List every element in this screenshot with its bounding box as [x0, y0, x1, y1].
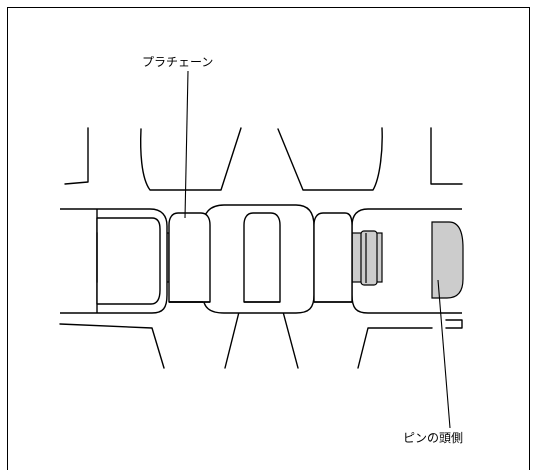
link-slots [96, 212, 353, 305]
label-plastic-chain: プラチェーン [142, 55, 214, 69]
upper-sprocket-teeth [64, 127, 463, 191]
leader-chain [184, 70, 189, 219]
pin-ring [360, 230, 378, 286]
leader-pin-head [437, 279, 451, 429]
leader-lines [184, 70, 451, 429]
label-pin-head-side: ピンの頭側 [403, 431, 464, 445]
figure-frame [7, 7, 530, 470]
lower-sprocket-teeth [59, 307, 463, 369]
pin-head [431, 221, 464, 299]
